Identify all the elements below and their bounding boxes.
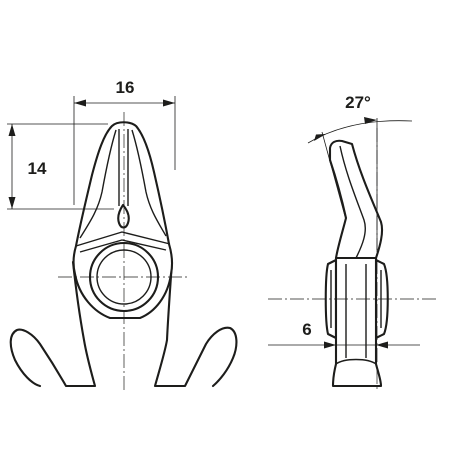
front-view [9,112,238,392]
side-handle-curve [335,358,377,365]
angle-arc [307,120,413,144]
side-view [268,128,438,392]
width-arrow-left [74,99,86,107]
thickness-arrow-right [376,341,388,349]
side-head-inner [339,145,366,259]
width-value: 16 [116,78,135,97]
thickness-value: 6 [302,320,311,339]
thickness-arrow-left [324,341,336,349]
blade-tip [117,203,130,229]
thickness-dimension: 6 [268,320,420,349]
angle-arrow-right [364,117,377,124]
angle-arrow-left [314,134,326,141]
angle-value: 27° [345,93,371,112]
width-arrow-right [163,99,175,107]
width-dimension: 16 [73,78,176,205]
left-jaw-edge [79,129,117,239]
length-arrow-top [8,124,16,136]
length-dimension: 14 [7,123,114,210]
side-shaft [331,256,383,388]
jaw-chevron [75,231,171,247]
jaw-chevron-inner [79,239,167,253]
angle-extension-line [321,131,347,221]
right-handle [153,260,238,388]
right-jaw-edge [131,129,167,237]
length-arrow-bottom [8,197,16,209]
length-value: 14 [28,159,47,178]
left-handle [9,260,97,388]
angle-dimension: 27° [307,93,413,250]
